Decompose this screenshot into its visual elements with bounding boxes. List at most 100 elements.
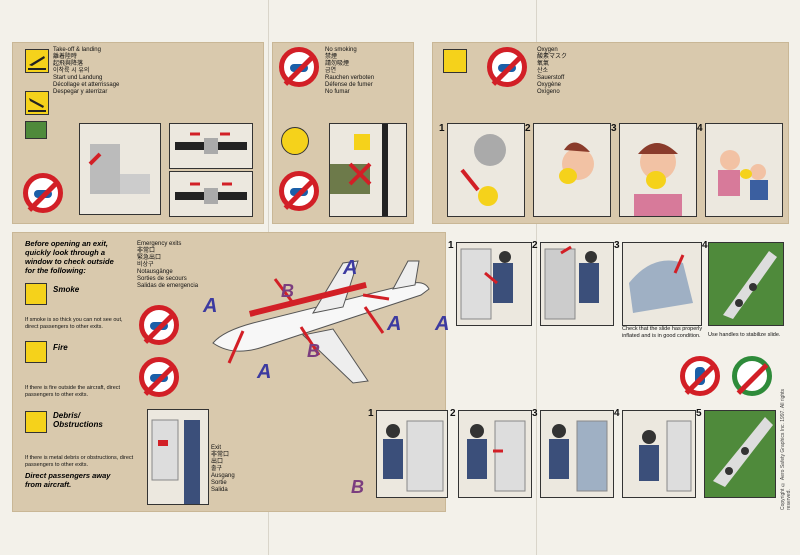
takeoff-label-fr: Décollage et atterrissage: [53, 82, 120, 88]
emergency-exits-label-ko: 비상구: [137, 262, 154, 268]
exit-procedure-panel: 1 2 3 Check that the slide has properly …: [446, 232, 786, 510]
exit-label-ja: 非常口: [211, 452, 230, 458]
oxygen-step-3-number: 3: [611, 123, 617, 134]
exit-type-b-label: B: [281, 281, 294, 301]
oxygen-step-1-illustration: [447, 123, 525, 217]
smoke-detector-icon: [281, 127, 309, 155]
exit-a-step-4-illustration: [708, 242, 784, 326]
no-exit-icon: [680, 356, 720, 396]
exit-a-step-2-illustration: [540, 242, 614, 326]
exit-label-de: Ausgang: [211, 473, 235, 479]
emergency-exits-label-de: Notausgänge: [137, 269, 173, 275]
emergency-exits-label-en: Emergency exits: [137, 241, 182, 247]
exit-a-step-1-number: 1: [448, 240, 454, 251]
no-exit-fire-icon: [139, 357, 179, 397]
no-smoking-panel: No smoking 禁煙 請勿吸煙 금연 Rauchen verboten D…: [272, 42, 414, 224]
oxygen-step-2-number: 2: [525, 123, 531, 134]
debris-title: Debris/ Obstructions: [53, 411, 103, 429]
nosmoking-label-ja: 禁煙: [325, 54, 338, 60]
exit-labels: Exit 非常口 出口 출구 Ausgang Sortie Salida: [211, 445, 271, 494]
seatbelt-release-illustration: [169, 171, 253, 217]
jump-slide-icon: [732, 356, 772, 396]
oxygen-step-1-number: 1: [439, 123, 445, 134]
before-exit-instructions: Before opening an exit, quickly look thr…: [25, 239, 114, 275]
takeoff-panel: Take-off & landing 離着陸時 起飛與降落 이착륙 시 유의 S…: [12, 42, 264, 224]
nosmoking-label-es: No fumar: [325, 89, 350, 95]
emergency-exits-label-ja: 非常口: [137, 248, 156, 254]
oxygen-label-ja: 酸素マスク: [537, 54, 568, 60]
window-smoke-icon: [25, 283, 47, 305]
exit-a-step-2-number: 2: [532, 240, 538, 251]
oxygen-label-es: Oxígeno: [537, 89, 560, 95]
takeoff-label-de: Start und Landung: [53, 75, 103, 81]
exit-b-step-4-number: 4: [614, 408, 620, 419]
exit-type-a-label: A: [343, 257, 358, 279]
oxygen-label-de: Sauerstoff: [537, 75, 565, 81]
exit-a-step-3-number: 3: [614, 240, 620, 251]
exit-label-ko: 출구: [211, 466, 223, 472]
handles-text: Use handles to stabilize slide.: [708, 332, 781, 338]
emergency-exit-labels: Emergency exits 非常口 緊急出口 비상구 Notausgänge…: [137, 241, 237, 290]
exit-b-step-5-illustration: [704, 410, 776, 498]
oxygen-step-4-number: 4: [697, 123, 703, 134]
oxygen-label-zh: 氧氣: [537, 61, 550, 67]
exit-type-a-label: A: [435, 313, 450, 335]
nosmoking-label-zh: 請勿吸煙: [325, 61, 350, 67]
takeoff-label-zh: 離着陸時: [53, 54, 78, 60]
fire-title: Fire: [53, 343, 68, 352]
debris-text: If there is metal debris or obstructions…: [25, 455, 134, 468]
exit-a-step-1-illustration: [456, 242, 532, 326]
exit-b-step-1-illustration: [376, 410, 448, 498]
exit-b-step-5-number: 5: [696, 408, 702, 419]
takeoff-label-es: Despegar y aterrizar: [53, 89, 108, 95]
no-smoking-lavatory-icon: [279, 171, 319, 211]
exit-type-b-label: B: [307, 341, 320, 361]
window-debris-icon: [25, 411, 47, 433]
exit-type-a-label: A: [203, 295, 218, 317]
runway-icon: [25, 121, 47, 139]
takeoff-labels: Take-off & landing 離着陸時 起飛與降落 이착륙 시 유의 S…: [53, 47, 143, 96]
copyright-text: Copyright © Aero Safety Graphics Inc. 19…: [780, 388, 792, 510]
nosmoking-label-de: Rauchen verboten: [325, 75, 375, 81]
window-fire-icon: [25, 341, 47, 363]
exit-a-step-3-illustration: [622, 242, 702, 326]
oxygen-mask-icon: [443, 49, 467, 73]
no-smoking-icon: [279, 47, 319, 87]
fold-line: [536, 0, 537, 555]
seatbelt-fasten-illustration: [169, 123, 253, 169]
oxygen-panel: Oxygen 酸素マスク 氧氣 산소 Sauerstoff Oxygène Ox…: [432, 42, 789, 224]
emergency-exits-label-es: Salidas de emergencia: [137, 283, 199, 289]
direct-away-instructions: Direct passengers away from aircraft.: [25, 471, 111, 489]
aircraft-exit-diagram: [212, 260, 430, 384]
nosmoking-label-en: No smoking: [325, 47, 357, 53]
smoke-text: If smoke is so thick you can not see out…: [25, 317, 123, 330]
landing-icon: [25, 91, 49, 115]
lavatory-smoke-detector-illustration: [329, 123, 407, 217]
exit-type-b-label: B: [351, 477, 364, 497]
nosmoking-label-ko: 금연: [325, 68, 337, 74]
exit-label-es: Salida: [211, 487, 228, 493]
smoke-title: Smoke: [53, 285, 80, 294]
seat-upright-illustration: [79, 123, 161, 215]
exit-b-step-3-illustration: [540, 410, 614, 498]
oxygen-labels: Oxygen 酸素マスク 氧氣 산소 Sauerstoff Oxygène Ox…: [537, 47, 627, 96]
emergency-exits-panel: Before opening an exit, quickly look thr…: [12, 232, 450, 512]
nosmoking-label-fr: Défense de fumer: [325, 82, 373, 88]
takeoff-icon: [25, 49, 49, 73]
exit-b-step-4-illustration: [622, 410, 696, 498]
exit-door-illustration: [147, 409, 209, 505]
emergency-exits-label-fr: Sorties de secours: [137, 276, 187, 282]
oxygen-label-ko: 산소: [537, 68, 549, 74]
exit-b-step-1-number: 1: [368, 408, 374, 419]
slide-check-text: Check that the slide has properly inflat…: [622, 326, 703, 339]
no-electronics-icon: [23, 173, 63, 213]
exit-b-step-2-illustration: [458, 410, 532, 498]
oxygen-step-4-illustration: [705, 123, 783, 217]
oxygen-step-3-illustration: [619, 123, 697, 217]
nosmoking-labels: No smoking 禁煙 請勿吸煙 금연 Rauchen verboten D…: [325, 47, 410, 96]
exit-a-step-4-number: 4: [702, 240, 708, 251]
no-smoking-oxygen-icon: [487, 47, 527, 87]
exit-b-step-2-number: 2: [450, 408, 456, 419]
exit-b-step-3-number: 3: [532, 408, 538, 419]
